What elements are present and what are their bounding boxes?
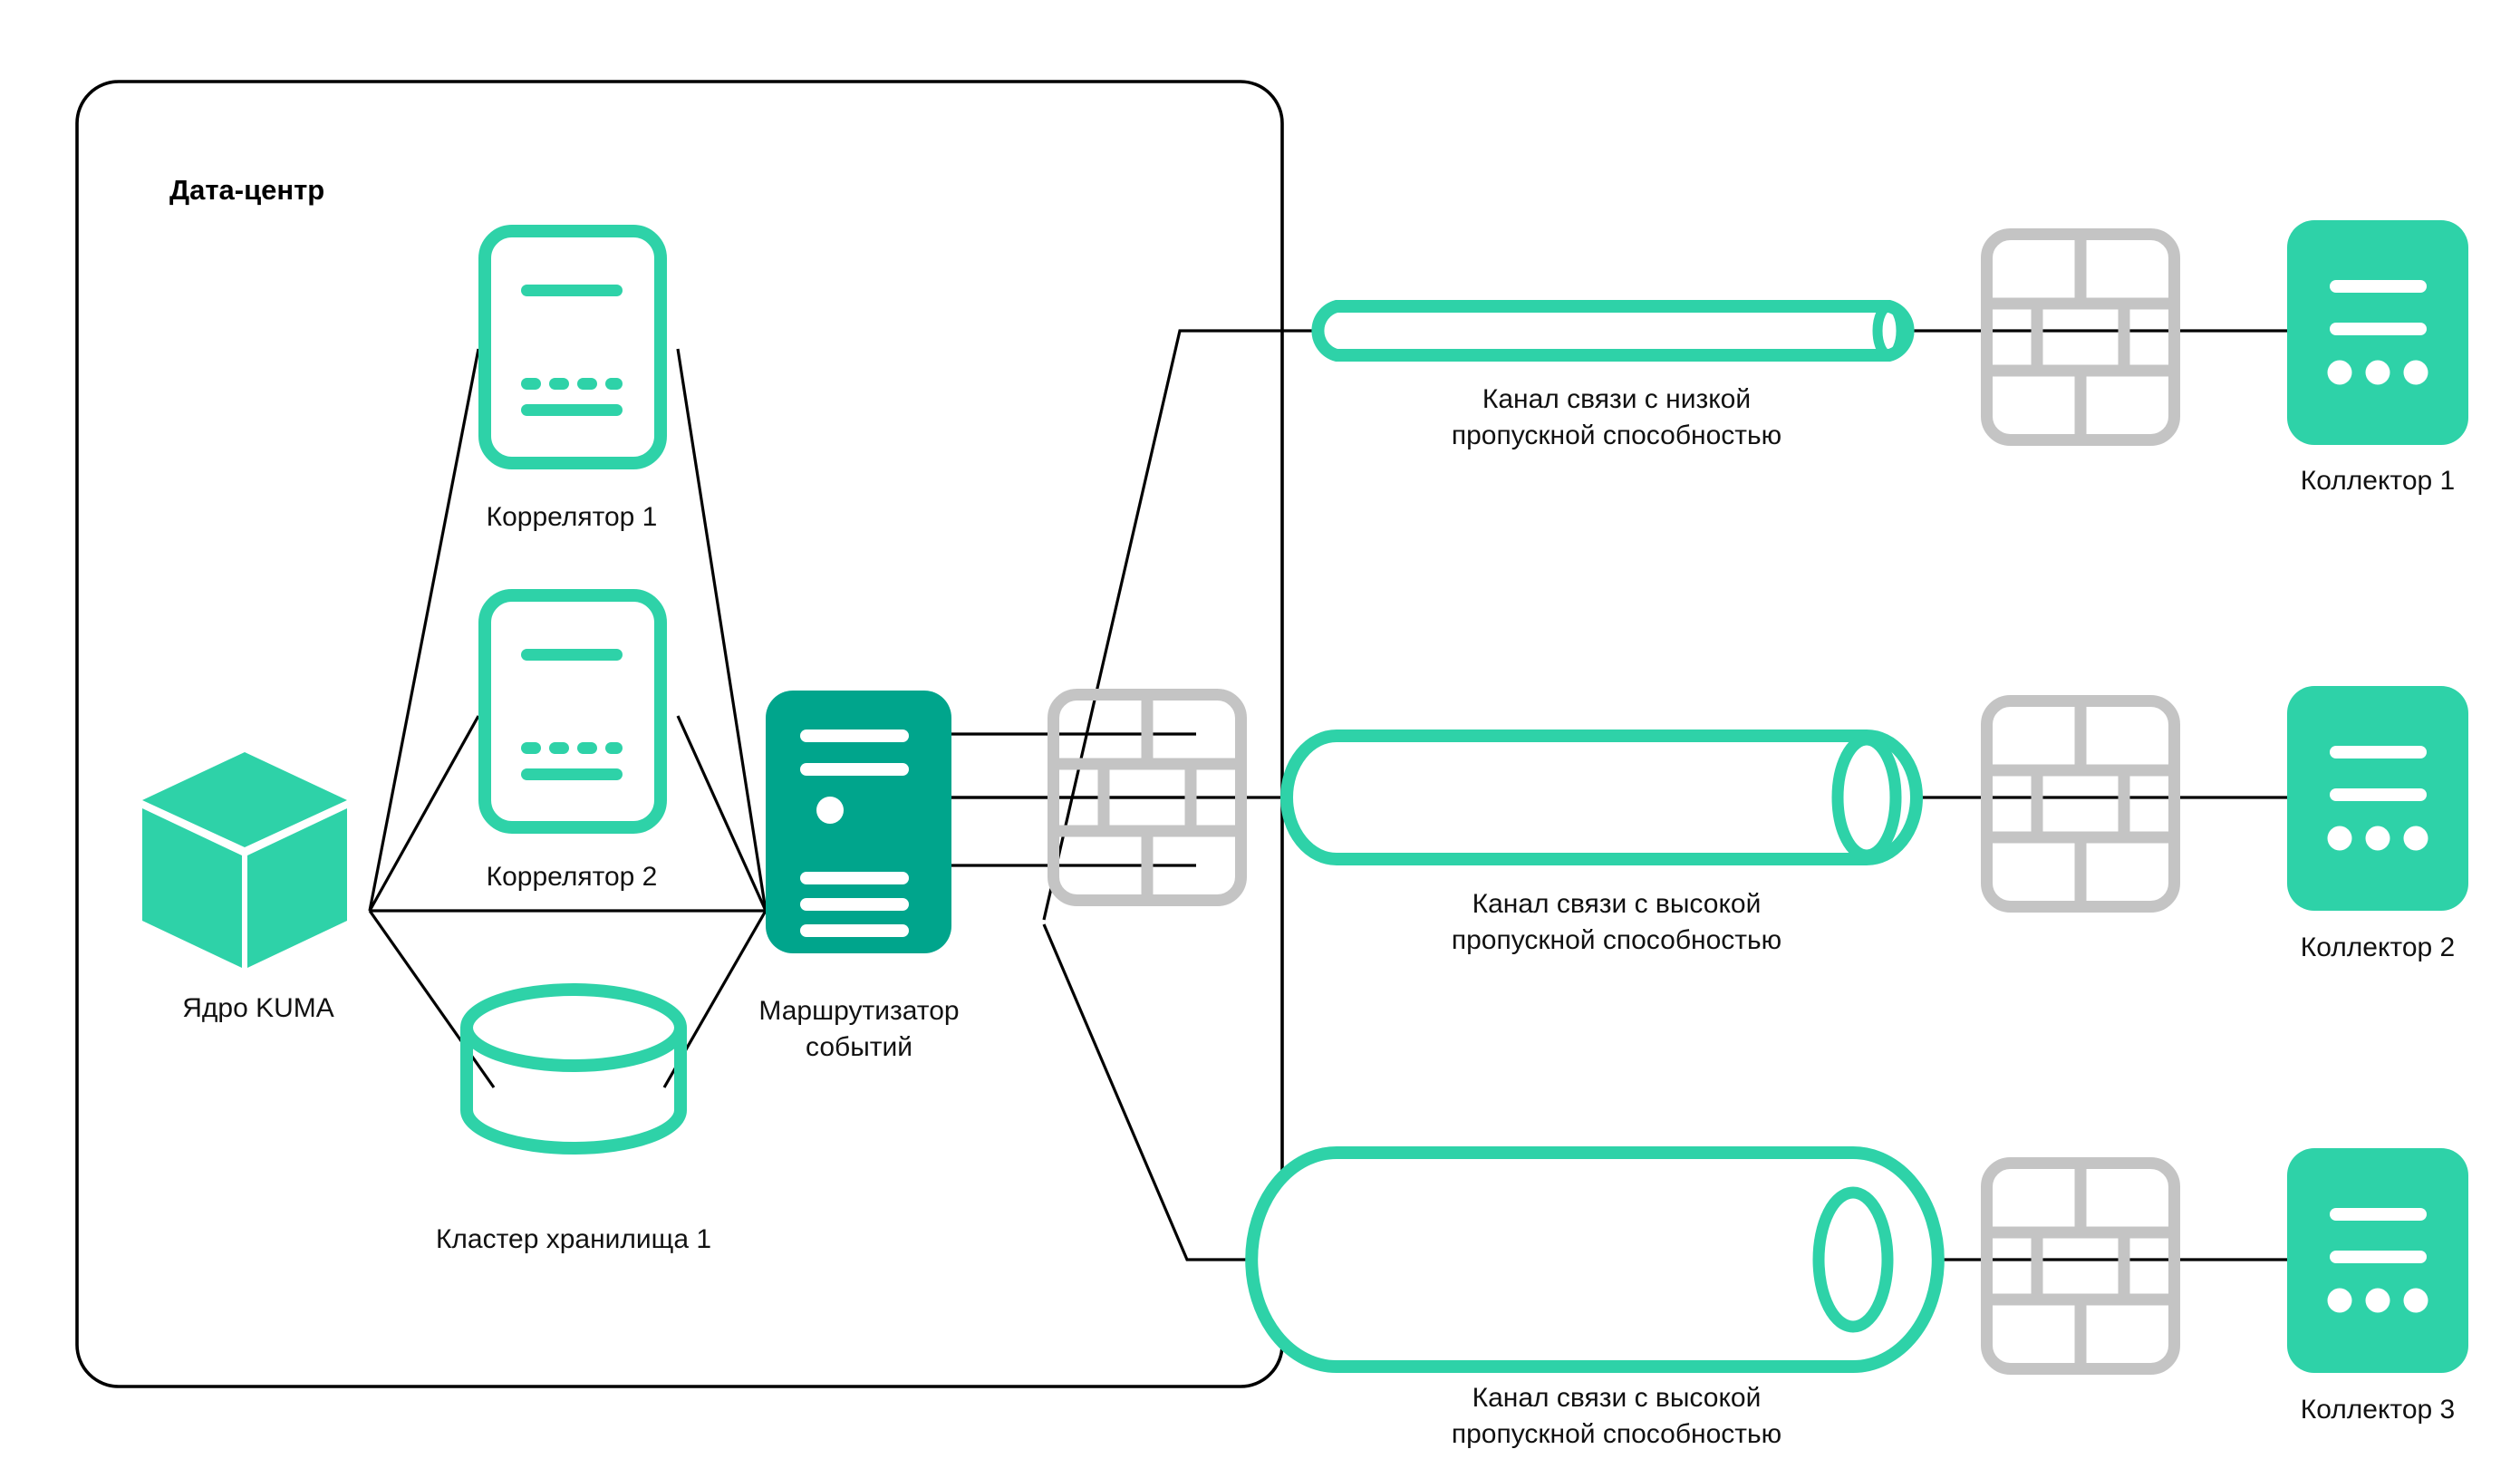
server-filled-icon [766, 691, 951, 953]
collector-2-label: Коллектор 2 [2301, 932, 2455, 962]
channel-low-label-line1: Канал связи с низкой [1482, 384, 1751, 414]
database-cylinder-icon [467, 990, 681, 1148]
data-center-boundary [75, 80, 1284, 1388]
data-center-label: Дата-центр [169, 174, 324, 206]
firewall-brick-icon [1987, 235, 2175, 440]
firewall-brick-icon [1987, 1164, 2175, 1369]
pipe-thin-mouth-icon [1872, 301, 1907, 361]
firewall-brick-icon [1987, 701, 2175, 907]
link-channel-high-2: Канал связи с высокой пропускной способн… [1245, 1146, 1945, 1449]
correlator-2-label: Коррелятор 2 [487, 862, 658, 892]
link-channel-high-1: Канал связи с высокой пропускной способн… [1280, 730, 1923, 955]
firewall-remote-3 [1987, 1164, 2175, 1369]
pipe-thin-icon [1311, 300, 1915, 362]
collector-3-label: Коллектор 3 [2301, 1395, 2455, 1425]
channel-high-2-label-line1: Канал связи с высокой [1472, 1383, 1762, 1413]
server-outline-icon [485, 231, 661, 463]
firewall-remote-2 [1987, 701, 2175, 907]
channel-high-2-label-line2: пропускной способностью [1452, 1419, 1781, 1449]
channel-high-1-label-line1: Канал связи с высокой [1472, 889, 1762, 919]
server-outline-icon [485, 595, 661, 827]
pipe-wide-mouth-icon [1831, 733, 1902, 862]
pipe-wide-icon [1245, 1146, 1945, 1373]
link-correlator1-router [676, 348, 768, 912]
channel-high-1-label-line2: пропускной способностью [1452, 925, 1781, 955]
node-correlator-2: Коррелятор 2 [485, 595, 661, 892]
node-event-router: Маршрутизатор событий [758, 691, 960, 1062]
collector-1-label: Коллектор 1 [2301, 466, 2455, 496]
node-collector-1: Коллектор 1 [2287, 220, 2468, 496]
link-channel-low-route [1042, 329, 2287, 921]
link-core-storage [368, 910, 496, 1088]
event-router-label-line2: событий [806, 1032, 912, 1062]
node-correlator-1: Коррелятор 1 [485, 231, 661, 532]
pipe-wide-icon [1280, 730, 1923, 865]
channel-low-label-line2: пропускной способностью [1452, 420, 1781, 450]
connection-lines [368, 329, 2287, 1261]
collector-icon [2287, 220, 2468, 445]
collector-icon [2287, 686, 2468, 911]
data-center-zone: Дата-центр [75, 80, 1284, 1388]
node-collector-3: Коллектор 3 [2287, 1148, 2468, 1425]
firewall-remote-1 [1987, 235, 2175, 440]
link-correlator2-router [676, 715, 768, 912]
collector-icon [2287, 1148, 2468, 1373]
node-collector-2: Коллектор 2 [2287, 686, 2468, 962]
node-kuma-core: Ядро KUMA [142, 752, 347, 1023]
pipe-wide-mouth-icon [1812, 1186, 1894, 1333]
link-core-correlator1 [368, 348, 480, 912]
link-core-correlator2 [368, 715, 480, 912]
storage-1-label: Кластер хранилища 1 [436, 1224, 711, 1254]
node-storage-1: Кластер хранилища 1 [436, 990, 711, 1254]
kuma-core-label: Ядро KUMA [182, 993, 334, 1023]
link-channel-low: Канал связи с низкой пропускной способно… [1311, 300, 1915, 450]
event-router-label-line1: Маршрутизатор [758, 996, 959, 1026]
cube-icon [142, 752, 347, 968]
correlator-1-label: Коррелятор 1 [487, 502, 658, 532]
